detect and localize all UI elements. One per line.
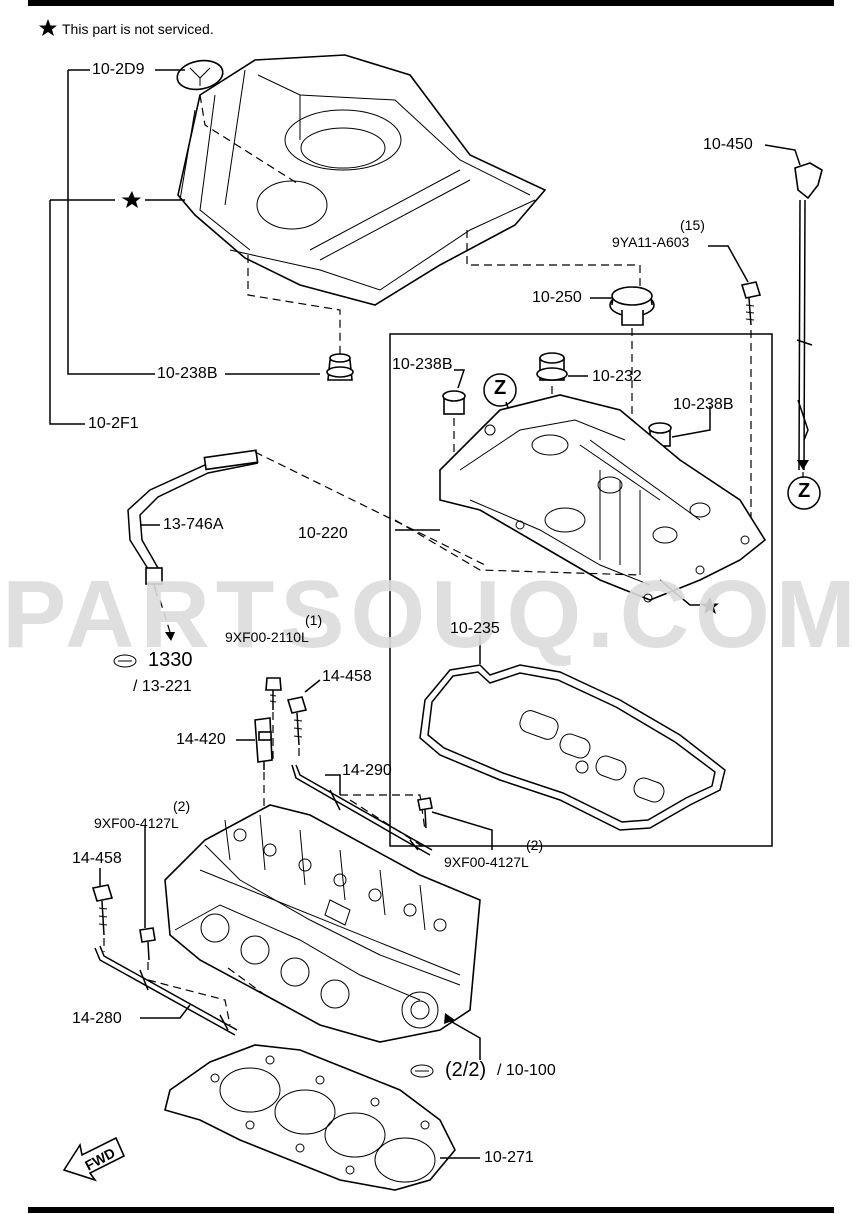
valve-cover-not-serviced-star-icon (699, 597, 719, 614)
callout-10-238B-box-right[interactable]: 10-238B (673, 396, 734, 413)
callout-10-100[interactable]: / 10-100 (497, 1062, 556, 1079)
z-reference-right-label: Z (798, 480, 811, 502)
bracket-14-280[interactable] (94, 945, 238, 1036)
callout-9XF00-4127L-right-qty: (2) (526, 837, 544, 853)
callout-13-221[interactable]: / 13-221 (133, 678, 192, 695)
callout-9XF00-4127L-right[interactable]: 9XF00-4127L (444, 854, 529, 870)
cover-bolt[interactable] (740, 281, 762, 326)
z-reference-left-label: Z (494, 377, 507, 399)
valve-cover-gasket[interactable] (419, 664, 726, 831)
not-serviced-star-icon (39, 19, 57, 36)
forward-direction-arrow (62, 1136, 126, 1182)
engine-cover[interactable] (177, 54, 547, 306)
callout-1330[interactable]: 1330 (148, 649, 193, 671)
bolt-9XF00-4127L-left[interactable] (139, 927, 156, 961)
callout-10-250[interactable]: 10-250 (532, 289, 582, 306)
callout-10-2F1[interactable]: 10-2F1 (88, 415, 139, 432)
callout-10-2D9[interactable]: 10-2D9 (92, 61, 145, 78)
grommet-10-232[interactable] (536, 352, 568, 381)
fig-reference-icon-2-2 (410, 1064, 434, 1078)
cylinder-head[interactable] (164, 804, 481, 1043)
callout-10-450[interactable]: 10-450 (703, 136, 753, 153)
bolt-14-458-bottom[interactable] (91, 884, 114, 936)
callout-10-220[interactable]: 10-220 (298, 525, 348, 542)
breather-hose[interactable] (127, 449, 259, 597)
not-serviced-note: This part is not serviced. (62, 21, 214, 37)
z-reference-right (787, 476, 821, 510)
grommet-10-238B-box-left[interactable] (442, 390, 466, 415)
bracket-14-290[interactable] (291, 764, 433, 856)
callout-10-271[interactable]: 10-271 (484, 1149, 534, 1166)
bottom-rule (28, 1207, 834, 1213)
callout-14-280[interactable]: 14-280 (72, 1010, 122, 1027)
callout-9XF00-4127L-left[interactable]: 9XF00-4127L (94, 815, 179, 831)
bolt-14-458-top[interactable] (286, 696, 308, 746)
callout-10-238B-left[interactable]: 10-238B (157, 365, 218, 382)
callout-9YA11-A603[interactable]: 9YA11-A603 (612, 234, 690, 250)
callout-14-458-top[interactable]: 14-458 (322, 668, 372, 685)
valve-cover-group-box (389, 333, 773, 847)
cylinder-head-gasket[interactable] (164, 1044, 456, 1191)
oil-dipstick[interactable] (794, 162, 823, 471)
callout-9YA11-A603-qty: (15) (680, 217, 705, 233)
oil-filler-cap[interactable] (609, 286, 655, 326)
callout-9XF00-2110L[interactable]: 9XF00-2110L (225, 629, 309, 645)
callout-10-238B-box-left[interactable]: 10-238B (392, 356, 453, 373)
callout-14-458-bottom[interactable]: 14-458 (72, 850, 122, 867)
callout-14-290[interactable]: 14-290 (342, 762, 392, 779)
grommet-10-238B-left[interactable] (326, 353, 354, 381)
oil-filler-mark[interactable] (175, 57, 225, 93)
bolt-9XF00-4127L-right[interactable] (417, 797, 433, 829)
bolt-9XF00-2110L[interactable] (265, 677, 282, 710)
fig-reference-icon-1330 (113, 654, 137, 668)
top-rule (28, 0, 834, 6)
cover-not-serviced-star-icon (121, 191, 141, 208)
callout-9XF00-2110L-qty: (1) (305, 612, 323, 628)
callout-10-235[interactable]: 10-235 (450, 620, 500, 637)
z-reference-left (483, 373, 517, 407)
callout-9XF00-4127L-left-qty: (2) (173, 798, 191, 814)
callout-14-420[interactable]: 14-420 (176, 731, 226, 748)
callout-2-2[interactable]: (2/2) (445, 1059, 487, 1081)
callout-10-232[interactable]: 10-232 (592, 368, 642, 385)
callout-13-746A[interactable]: 13-746A (163, 516, 224, 533)
valve-cover[interactable] (439, 394, 767, 603)
oil-control-solenoid[interactable] (254, 717, 273, 770)
